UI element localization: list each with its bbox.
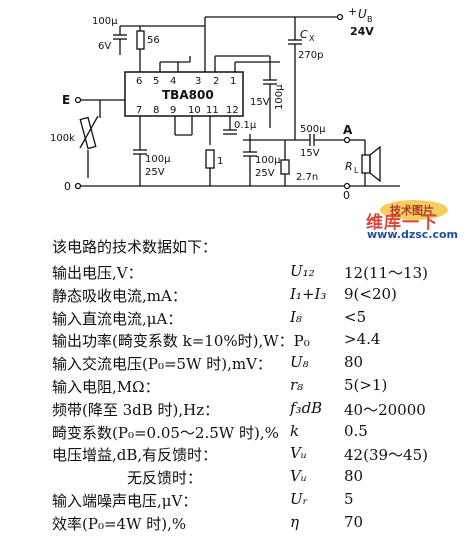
- spec-label: 输入端噪声电压,μV：: [52, 492, 198, 510]
- spec-symbol: Vᵤ: [290, 444, 307, 463]
- node-0-left: 0: [64, 180, 71, 193]
- cx-value: 270p: [298, 50, 323, 61]
- svg-text:B: B: [367, 15, 373, 24]
- cap-100u-mid: 100μ: [255, 155, 281, 166]
- svg-text:技术图片: 技术图片: [390, 203, 434, 217]
- spec-symbol: U₁₂: [290, 262, 315, 280]
- spec-symbol: Vᵤ: [290, 467, 307, 486]
- spec-symbol: η: [290, 512, 299, 531]
- spec-value: 5: [344, 490, 354, 508]
- spec-row: 输入交流电压(P₀=5W 时),mV： U₈ 80: [52, 353, 470, 375]
- spec-row: 输出功率(畸变系数 k=10%时),W：P₀ >4.4: [52, 330, 470, 352]
- svg-text:10: 10: [188, 105, 201, 116]
- spec-symbol: I₁+I₃: [290, 284, 327, 303]
- spec-value: 9(<20): [344, 284, 397, 303]
- svg-text:L: L: [354, 166, 359, 175]
- ic-tba800: [124, 71, 244, 117]
- cap-100u-left: 100μ: [145, 154, 171, 165]
- speaker-icon: [361, 154, 371, 174]
- rl-label: R: [345, 160, 353, 173]
- spec-symbol: r₈: [290, 376, 304, 394]
- svg-text:8: 8: [153, 105, 159, 116]
- spec-row: 输出电压,V： U₁₂ 12(11～13): [52, 262, 470, 284]
- svg-text:X: X: [309, 34, 315, 43]
- spec-value: 12(11～13): [344, 264, 428, 282]
- spec-row: 畸变系数(P₀=0.05～2.5W 时),% k 0.5: [52, 422, 470, 444]
- pin-6: 6: [136, 76, 142, 87]
- svg-text:12: 12: [226, 105, 239, 116]
- svg-text:5: 5: [153, 76, 159, 87]
- watermark-title: 维库一下: [366, 213, 438, 233]
- spec-row: 无反馈时： Vᵤ 80: [52, 467, 470, 489]
- spec-symbol: k: [290, 421, 300, 440]
- spec-value: 40～20000: [344, 400, 426, 419]
- spec-label: 静态吸收电流,mA：: [52, 286, 187, 305]
- spec-row: 频带(降至 3dB 时),Hz： f₃dB 40～20000: [52, 399, 470, 421]
- spec-symbol: Uᵣ: [290, 490, 308, 508]
- spec-label: 效率(P₀=4W 时),%: [52, 514, 187, 533]
- spec-value: >4.4: [344, 330, 381, 349]
- spec-label: 频带(降至 3dB 时),Hz：: [52, 400, 220, 419]
- ic-label: TBA800: [162, 88, 214, 102]
- spec-symbol: f₃dB: [290, 398, 323, 417]
- cap-100u-label: 100μ: [92, 16, 118, 27]
- cx-label: C: [300, 28, 308, 41]
- spec-symbol: I₈: [290, 307, 302, 326]
- spec-label: 输入电阻,MΩ：: [52, 378, 160, 396]
- intro-text: 该电路的技术数据如下：: [52, 238, 218, 256]
- svg-text:4: 4: [170, 76, 176, 87]
- ub-voltage: 24V: [350, 25, 374, 38]
- spec-value: 0.5: [344, 421, 368, 440]
- spec-label: 无反馈时：: [52, 469, 203, 488]
- cap-15v-label: 15V: [250, 97, 270, 108]
- spec-label: 输入交流电压(P₀=5W 时),mV：: [52, 355, 272, 374]
- svg-text:25V: 25V: [255, 168, 275, 179]
- spec-symbol: U₈: [290, 353, 309, 372]
- spec-value: <5: [344, 307, 367, 326]
- svg-text:6V: 6V: [98, 41, 111, 52]
- pot-100k-label: 100k: [50, 133, 75, 144]
- svg-text:25V: 25V: [145, 167, 165, 178]
- svg-text:100μ: 100μ: [274, 84, 285, 110]
- cap-01u-label: 0.1μ: [234, 120, 257, 131]
- spec-label: 畸变系数(P₀=0.05～2.5W 时),%: [52, 423, 279, 442]
- svg-text:1: 1: [230, 76, 236, 87]
- svg-text:9: 9: [170, 105, 176, 116]
- svg-text:15V: 15V: [300, 148, 320, 159]
- svg-text:11: 11: [206, 105, 219, 116]
- node-0-right: 0: [343, 189, 350, 200]
- spec-label: 输入直流电流,μA：: [52, 309, 183, 328]
- ub-label: U: [358, 7, 367, 21]
- svg-text:7: 7: [136, 105, 142, 116]
- spec-row: 效率(P₀=4W 时),% η 70: [52, 513, 470, 535]
- spec-value: 5(>1): [344, 376, 388, 394]
- circuit-schematic: + U B 24V 100μ 6V 56 C X 270p TBA800 6 5…: [50, 5, 400, 200]
- spec-value: 80: [344, 353, 364, 372]
- res-27-label: 2.7n: [296, 172, 318, 183]
- spec-row: 电压增益,dB,有反馈时： Vᵤ 42(39～45): [52, 444, 470, 466]
- svg-text:3: 3: [195, 76, 201, 87]
- spec-label: 输出功率(畸变系数 k=10%时),W：P₀: [52, 332, 310, 351]
- spec-value: 42(39～45): [344, 446, 428, 465]
- node-a: A: [343, 123, 353, 137]
- spec-value: 70: [344, 512, 364, 531]
- svg-text:2: 2: [213, 76, 219, 87]
- spec-row: 输入直流电流,μA： I₈ <5: [52, 308, 470, 330]
- spec-value: 80: [344, 467, 364, 486]
- res-1-label: 1: [217, 156, 223, 167]
- watermark-logo-icon: 技术图片: [380, 200, 448, 220]
- spec-row: 输入端噪声电压,μV： Uᵣ 5: [52, 490, 470, 512]
- spec-label: 电压增益,dB,有反馈时：: [52, 446, 218, 465]
- watermark-url: www.dzsc.com: [367, 228, 459, 241]
- spec-label: 输出电压,V：: [52, 264, 143, 282]
- res-56-label: 56: [147, 35, 160, 46]
- plus-label: +: [348, 5, 357, 18]
- spec-row: 静态吸收电流,mA： I₁+I₃ 9(<20): [52, 285, 470, 307]
- input-e-label: E: [62, 93, 70, 107]
- spec-row: 输入电阻,MΩ： r₈ 5(>1): [52, 376, 470, 398]
- cap-500u-label: 500μ: [300, 124, 326, 135]
